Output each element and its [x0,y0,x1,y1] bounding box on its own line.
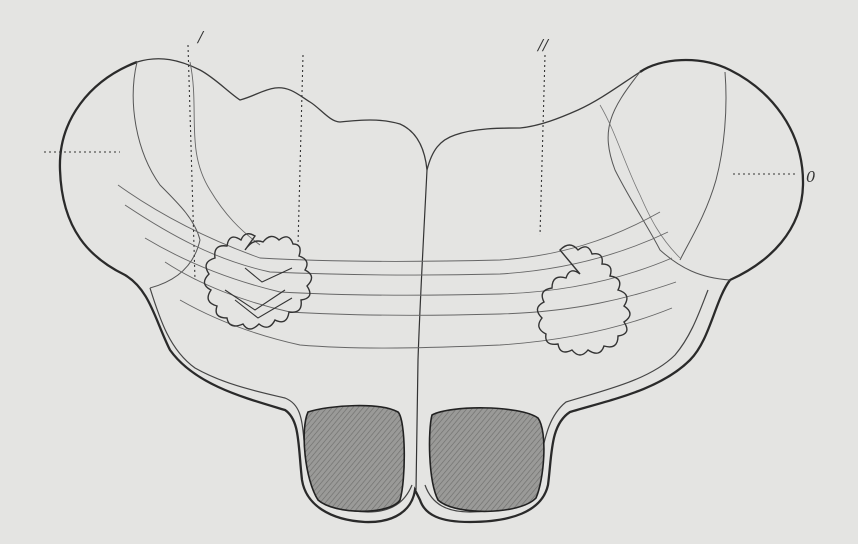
left-peduncle-hatched [304,406,404,512]
right-peduncle-hatched [430,408,544,512]
label-right-top: // [536,36,550,54]
label-right-side: 0 [806,168,816,186]
